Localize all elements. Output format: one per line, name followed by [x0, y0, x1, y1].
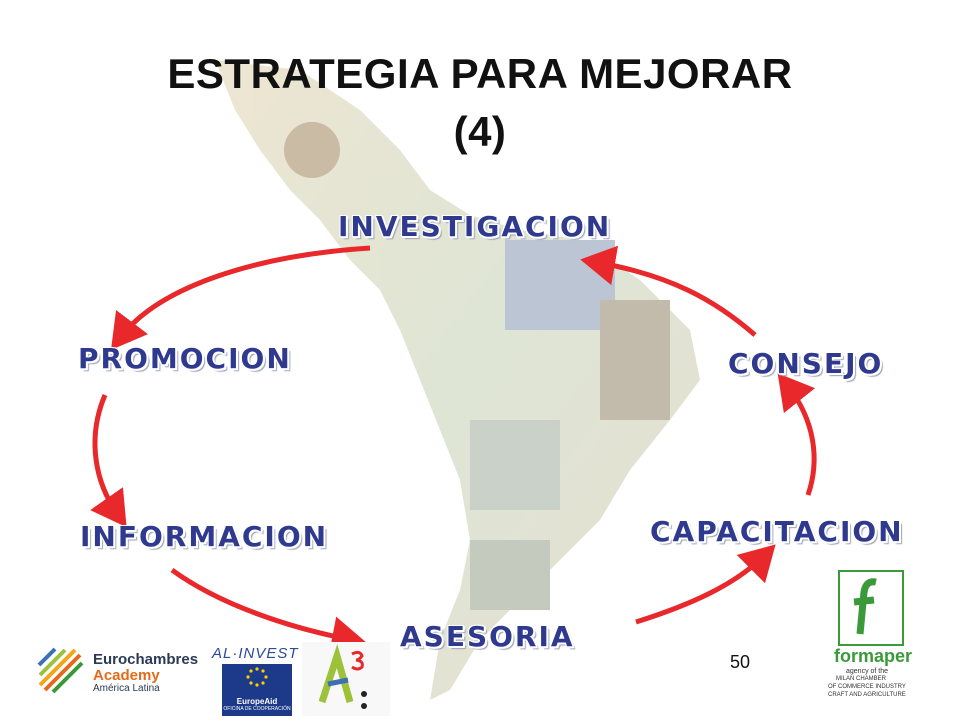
- eurochambres-emblem-icon: [37, 647, 84, 694]
- arrow-asesoria-to-capacitacion: [635, 544, 776, 625]
- arrow-informacion-to-asesoria: [170, 567, 367, 656]
- node-asesoria: ASESORIA: [400, 620, 575, 653]
- eurochambres-line3: América Latina: [93, 683, 160, 694]
- a3-logo-icon: [318, 643, 367, 709]
- europeaid-line2: OFICINA DE COOPERACIÓN: [223, 706, 291, 712]
- slide-title: ESTRATEGIA PARA MEJORAR: [167, 50, 793, 97]
- formaper-emblem-icon: [838, 570, 904, 646]
- formaper-logo: formaper agency of the MILAN CHAMBER OF …: [828, 570, 938, 715]
- formaper-name: formaper: [834, 646, 913, 666]
- formaper-tag2: MILAN CHAMBER: [836, 676, 887, 682]
- slide-title-number: (4): [453, 108, 507, 155]
- alinvest-logo: AL·INVEST: [212, 645, 299, 662]
- eurochambres-line1: Eurochambres: [93, 651, 199, 668]
- europeaid-line1: EuropeAid: [236, 697, 278, 706]
- europeaid-logo: EuropeAid OFICINA DE COOPERACIÓN: [222, 664, 292, 716]
- eurochambres-line2: Academy: [93, 667, 160, 684]
- a3-logo: [302, 642, 390, 716]
- formaper-tag3: OF COMMERCE INDUSTRY: [828, 684, 906, 690]
- arrow-consejo-to-investigacion: [580, 245, 757, 337]
- arrow-capacitacion-to-consejo: [777, 373, 817, 496]
- node-promocion: PROMOCION: [78, 342, 292, 375]
- formaper-tag4: CRAFT AND AGRICULTURE: [828, 692, 906, 698]
- node-investigacion: INVESTIGACION: [338, 210, 612, 243]
- arrow-promocion-to-informacion: [90, 394, 127, 528]
- node-consejo: CONSEJO: [728, 347, 884, 380]
- page-number: 50: [730, 652, 751, 672]
- node-informacion: INFORMACION: [80, 520, 329, 553]
- arrow-investigacion-to-promocion: [110, 245, 371, 350]
- eurochambres-academy-logo: Eurochambres Academy América Latina: [35, 645, 205, 695]
- node-capacitacion: CAPACITACION: [650, 515, 904, 548]
- eu-stars-flag-icon: [222, 664, 292, 692]
- formaper-tag1: agency of the: [846, 668, 889, 675]
